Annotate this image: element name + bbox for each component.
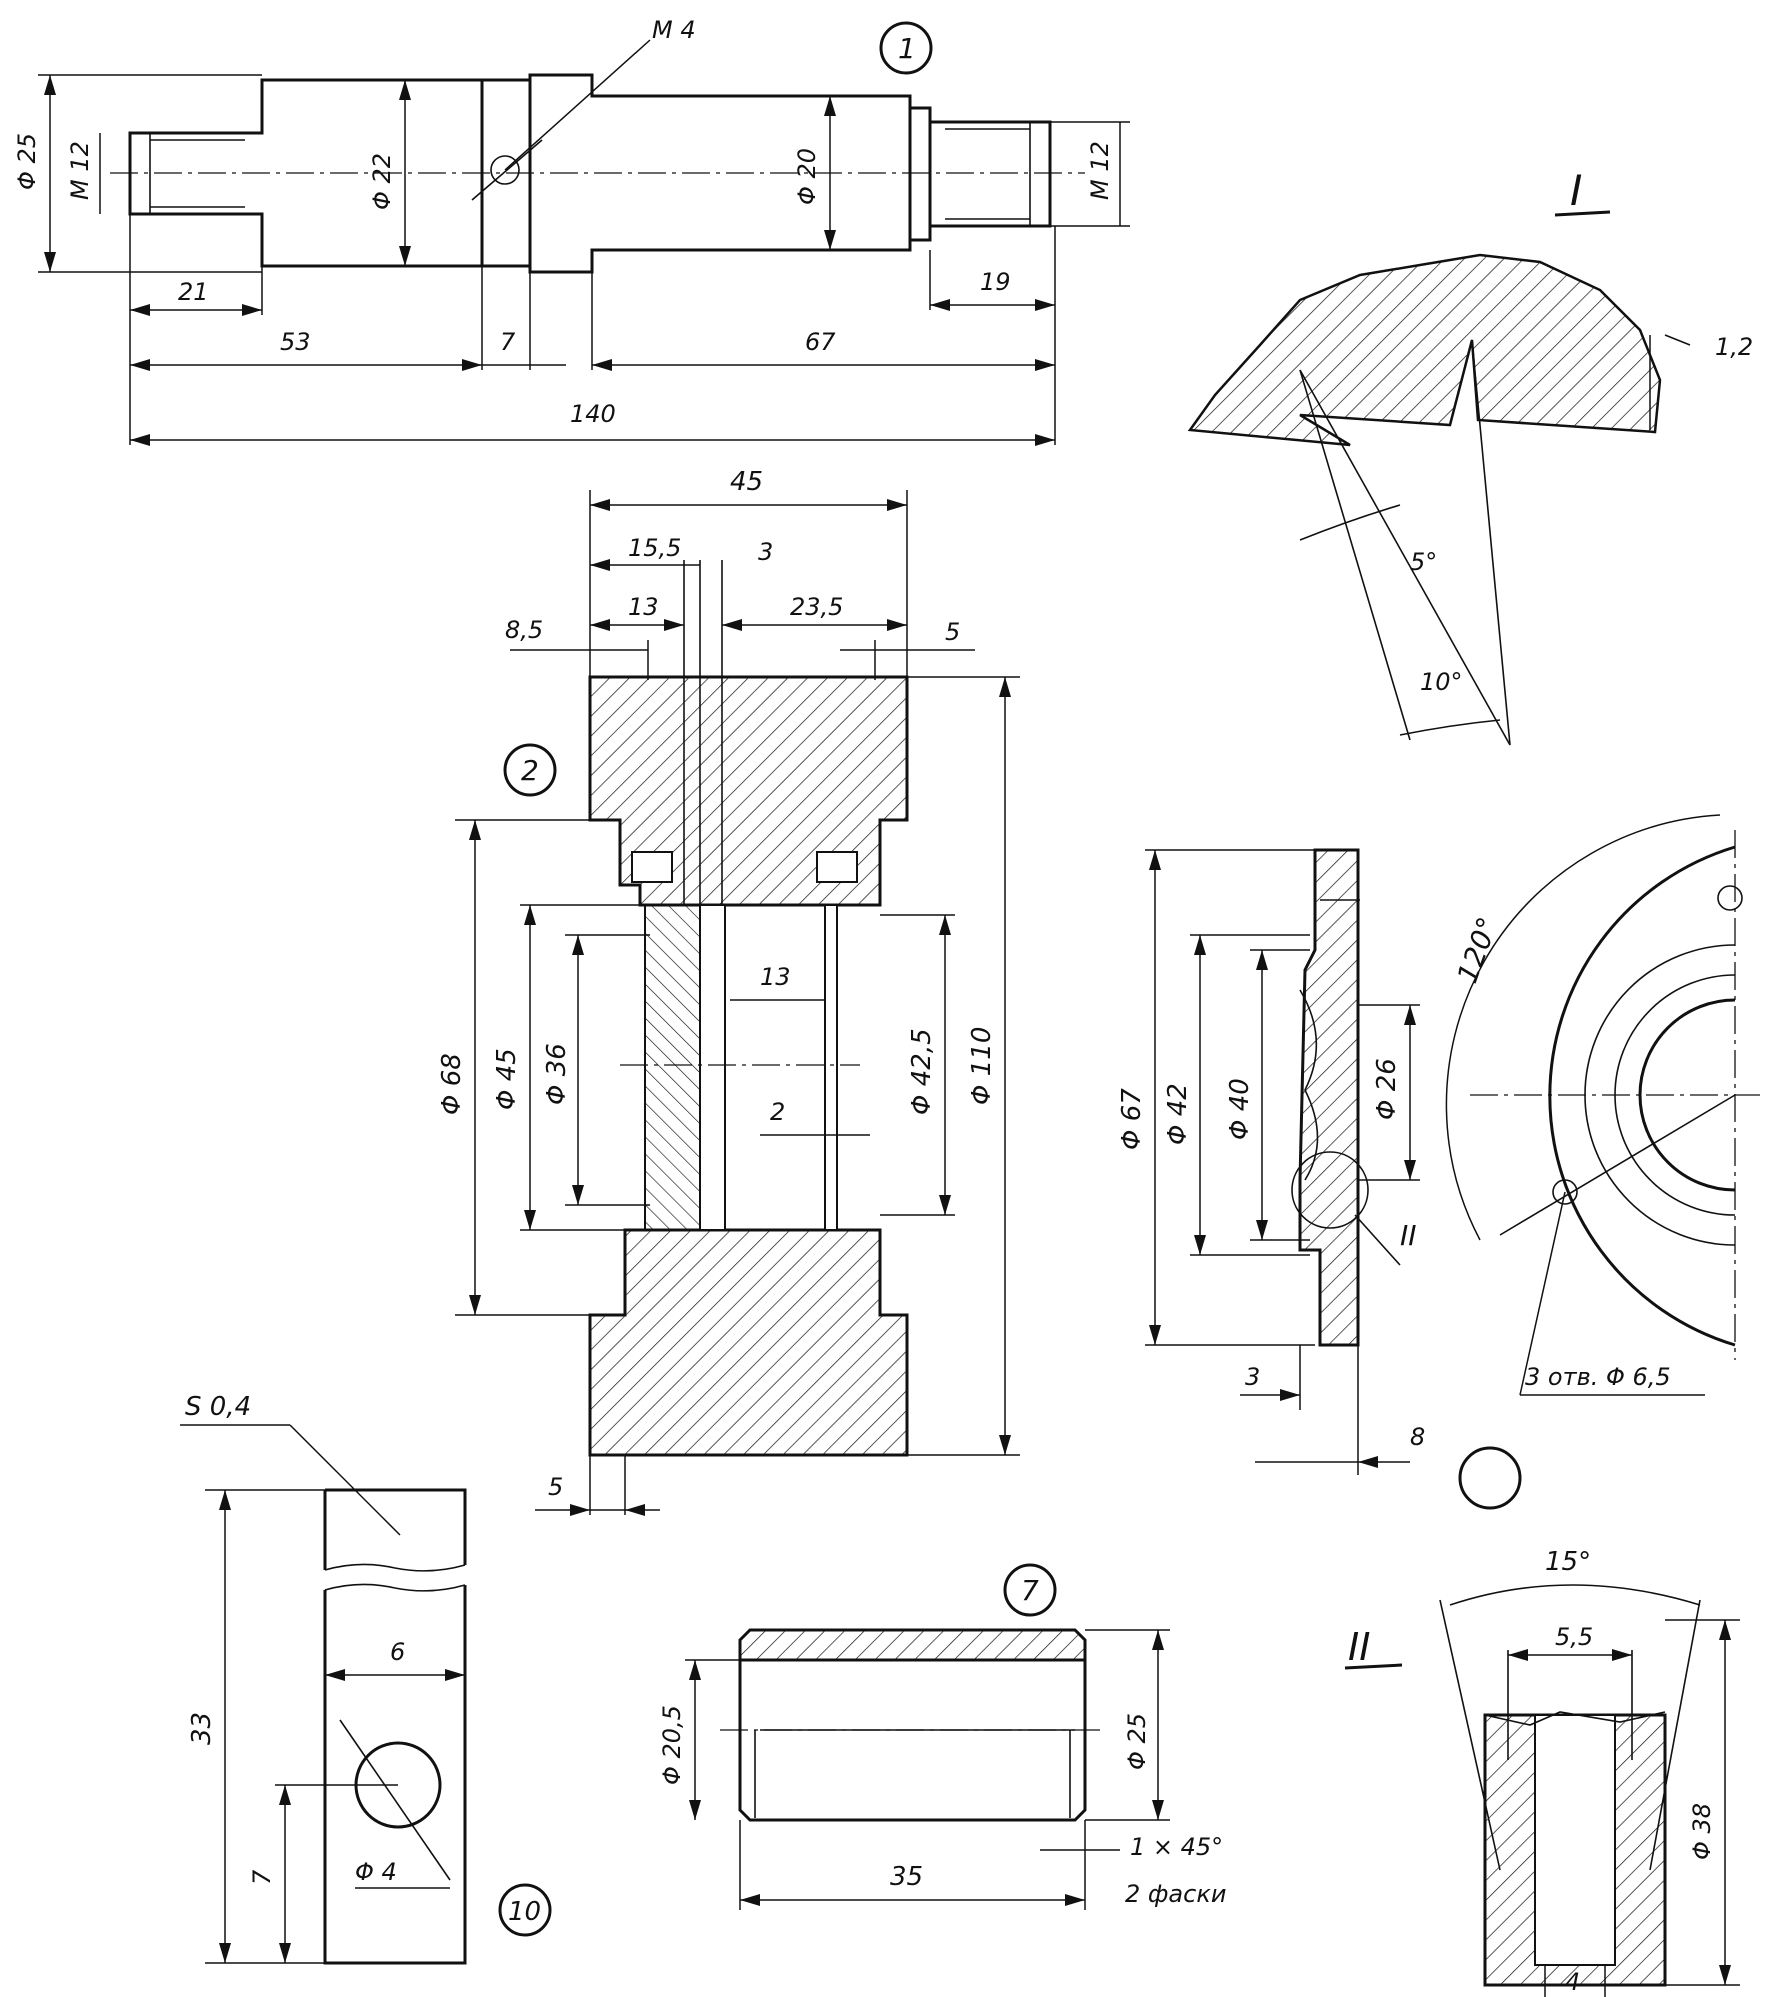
housing-d36-label: Φ 36 [542, 1043, 572, 1105]
part-1-number: 1 [898, 32, 916, 65]
housing-w13-label: 13 [628, 593, 659, 621]
housing-d45-label: Φ 45 [492, 1048, 522, 1110]
plate-d4-label: Φ 4 [355, 1858, 397, 1886]
flange-section-drawing [1291, 848, 1401, 1347]
flange-d26-label: Φ 26 [1372, 1058, 1402, 1120]
detail-two-callout-circle [1291, 1151, 1369, 1229]
flange-d40-label: Φ 40 [1225, 1078, 1255, 1140]
plate-h7-label: 7 [248, 1869, 276, 1885]
housing-w8-5-label: 8,5 [505, 616, 543, 644]
detail-one-angle10: 10° [1420, 668, 1463, 696]
detail-one-tooth-drawing [1187, 253, 1662, 746]
housing-d110-label: Φ 110 [967, 1027, 997, 1105]
detail-two-w5-5: 5,5 [1555, 1623, 1593, 1651]
flange-w8-label: 8 [1410, 1423, 1425, 1451]
part-10-circle [498, 1883, 552, 1937]
shaft-len7-label: 7 [500, 328, 516, 356]
shaft-len53-label: 53 [280, 328, 311, 356]
housing-d42-5-label: Φ 42,5 [907, 1028, 937, 1115]
part-2-circle [503, 743, 557, 797]
sleeve-chamfer-label: 1 × 45° [1130, 1833, 1223, 1861]
flange-w3-label: 3 [1245, 1363, 1260, 1391]
housing-w45-label: 45 [730, 467, 763, 497]
flange-d42-label: Φ 42 [1163, 1083, 1193, 1145]
part-7-number: 7 [1021, 1574, 1039, 1607]
housing-d68-label: Φ 68 [437, 1053, 467, 1115]
detail-two-drawing [1439, 1599, 1701, 1987]
housing-w15-5-label: 15,5 [628, 534, 681, 562]
shaft-len67-label: 67 [805, 328, 836, 356]
shaft-d25-label: Φ 25 [13, 133, 41, 190]
m4-leader [504, 39, 651, 171]
plate-w6-label: 6 [390, 1638, 405, 1666]
shaft-d20-label: Φ 20 [793, 148, 821, 205]
part-10-number: 10 [508, 1897, 541, 1927]
shaft-len21-label: 21 [178, 278, 209, 306]
shaft-drawing [110, 73, 1085, 274]
part-1-circle [879, 21, 933, 75]
flange-holes-label: 3 отв. Φ 6,5 [1525, 1363, 1671, 1391]
flange-angle120-label: 120° [1451, 913, 1505, 988]
plate-drawing [323, 1488, 467, 1965]
flange-detail-two-ref: II [1400, 1219, 1417, 1252]
flange-d67-label: Φ 67 [1117, 1088, 1147, 1150]
housing-inner13-label: 13 [760, 963, 791, 991]
shaft-d22-label: Φ 22 [368, 153, 396, 210]
sleeve-chamfer-note: 2 фаски [1125, 1880, 1226, 1908]
sleeve-d20-5-label: Φ 20,5 [658, 1705, 686, 1785]
detail-two-mark: II [1348, 1625, 1370, 1669]
housing-inner2-label: 2 [770, 1098, 785, 1126]
sleeve-drawing [720, 1628, 1105, 1822]
flange-face-view [1445, 814, 1760, 1360]
housing-w5-bottom-label: 5 [548, 1473, 563, 1501]
plate-h33-label: 33 [187, 1712, 217, 1745]
shaft-m4-label: M 4 [652, 16, 696, 44]
detail-one-angle5: 5° [1410, 548, 1437, 576]
detail-two-angle15: 15° [1545, 1547, 1591, 1577]
shaft-len140-label: 140 [570, 400, 616, 428]
shaft-len19-label: 19 [980, 268, 1011, 296]
housing-w5-right-label: 5 [945, 618, 960, 646]
shaft-m12-right-label: M 12 [1086, 141, 1114, 200]
part-7-circle [1003, 1563, 1057, 1617]
housing-w23-5-label: 23,5 [790, 593, 843, 621]
housing-section-drawing [588, 560, 909, 1457]
part-2-number: 2 [521, 754, 539, 787]
detail-one-mark: I [1570, 166, 1582, 215]
detail-two-d38: Φ 38 [1688, 1803, 1716, 1860]
sleeve-len35-label: 35 [890, 1862, 923, 1892]
housing-w3-label: 3 [758, 538, 773, 566]
sleeve-d25-label: Φ 25 [1123, 1713, 1151, 1770]
detail-two-w4: 4 [1565, 1968, 1580, 1996]
shaft-m12-left-label: M 12 [66, 141, 94, 200]
flange-small-circle-symbol [1458, 1446, 1522, 1510]
detail-one-thickness: 1,2 [1715, 333, 1753, 361]
plate-s04-label: S 0,4 [185, 1392, 251, 1422]
